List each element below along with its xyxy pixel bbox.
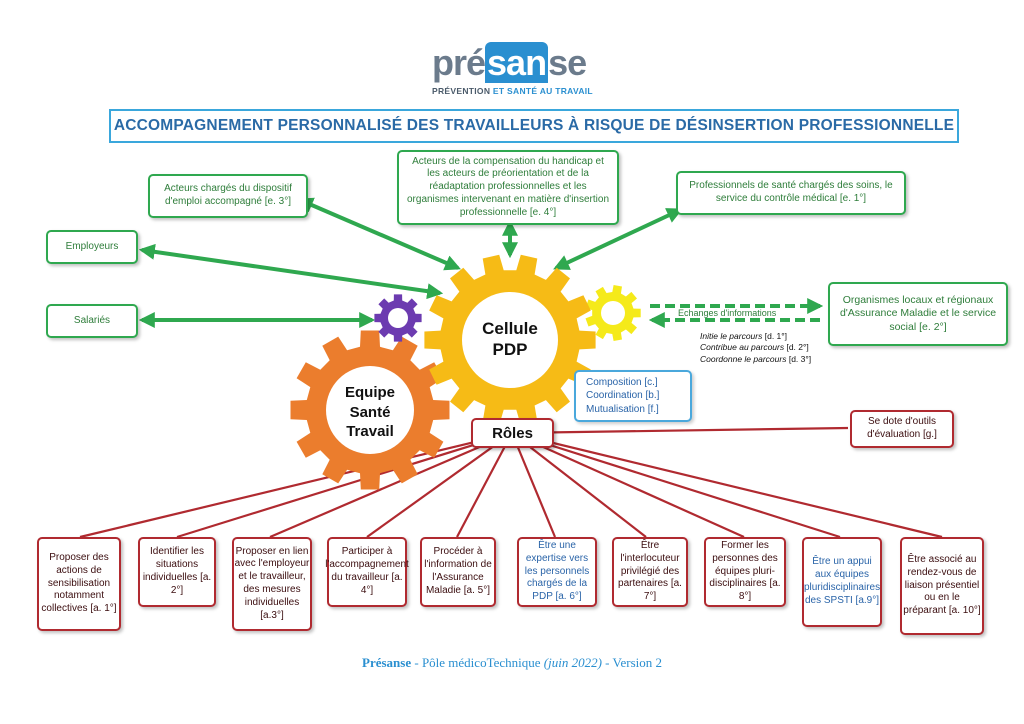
role-item: Proposer des actions de sensibilisation … bbox=[37, 537, 121, 631]
footer: Présanse - Pôle médicoTechnique (juin 20… bbox=[362, 655, 662, 670]
role-item: Être un appui aux équipes pluridisciplin… bbox=[802, 537, 882, 627]
role-item: Être une expertise vers les personnels c… bbox=[517, 537, 597, 607]
gear-purple-hub bbox=[388, 308, 408, 328]
logo-tagline: PRÉVENTION ET SANTÉ AU TRAVAIL bbox=[432, 86, 593, 96]
role-connectors bbox=[79, 426, 943, 539]
parcours-list: Initie le parcours [d. 1°] Contribue au … bbox=[700, 331, 812, 364]
composition-box: Composition [c.]Coordination [b.]Mutuali… bbox=[574, 370, 692, 422]
role-item: Proposer en lien avec l'employeur et le … bbox=[232, 537, 312, 631]
actor-emploi-accompagne: Acteurs chargés du dispositif d'emploi a… bbox=[148, 174, 308, 218]
connector-arrows bbox=[138, 197, 824, 328]
gear-cellule-pdp-hub bbox=[462, 292, 558, 388]
actor-employeurs: Employeurs bbox=[46, 230, 138, 264]
actor-professionnels-sante: Professionnels de santé chargés des soin… bbox=[676, 171, 906, 215]
logo-wordmark: présanse bbox=[432, 42, 587, 83]
gear-equipe-sante-travail-hub bbox=[326, 366, 414, 454]
roles-box: Rôles bbox=[471, 418, 554, 448]
echanges-label: Echanges d'informations bbox=[678, 308, 777, 318]
role-outils-evaluation: Se dote d'outils d'évaluation [g.] bbox=[850, 410, 954, 448]
gear-yellow-hub bbox=[601, 301, 625, 325]
actor-salaries: Salariés bbox=[46, 304, 138, 338]
actor-compensation-handicap: Acteurs de la compensation du handicap e… bbox=[397, 150, 619, 225]
role-item: Être l'interlocuteur privilégié des part… bbox=[612, 537, 688, 607]
role-item: Identifier les situations individuelles … bbox=[138, 537, 216, 607]
role-item: Procéder à l'information de l'Assurance … bbox=[420, 537, 496, 607]
role-item: Être associé au rendez-vous de liaison p… bbox=[900, 537, 984, 635]
presanse-logo: présanse PRÉVENTION ET SANTÉ AU TRAVAIL bbox=[432, 42, 594, 102]
actor-organismes-assurance-maladie: Organismes locaux et régionaux d'Assuran… bbox=[828, 282, 1008, 346]
page-title: ACCOMPAGNEMENT PERSONNALISÉ DES TRAVAILL… bbox=[109, 109, 959, 143]
role-item: Participer à l'accompagnement du travail… bbox=[325, 537, 409, 607]
role-item: Former les personnes des équipes pluri-d… bbox=[704, 537, 786, 607]
arrow-employeurs bbox=[138, 243, 444, 300]
arrow-professionnels-sante bbox=[553, 208, 683, 270]
